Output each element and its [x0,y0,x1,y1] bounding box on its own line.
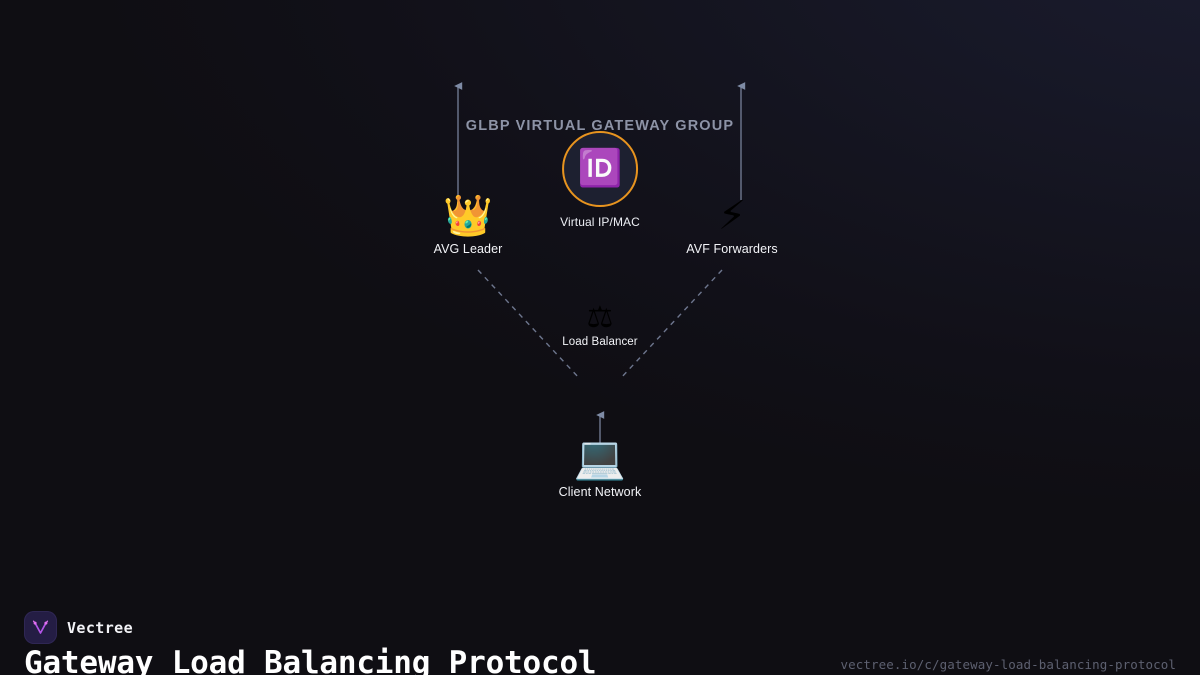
node-virtual-ip-mac[interactable]: 🆔 Virtual IP/MAC [560,131,640,229]
page-title: Gateway Load Balancing Protocol [24,645,597,675]
node-label-avf-forwarders: AVF Forwarders [686,242,778,256]
node-avf-forwarders[interactable]: ⚡ AVF Forwarders [686,196,777,256]
id-badge-icon: 🆔 [577,148,623,189]
brand-name: Vectree [67,618,134,637]
crown-icon: 👑 [443,193,493,239]
virtual-ip-ring: 🆔 [562,131,638,207]
node-load-balancer[interactable]: ⚖ Load Balancer [562,300,638,349]
node-label-avg-leader: AVG Leader [433,242,503,256]
vectree-logo-icon [24,611,57,644]
lightning-bolt-icon: ⚡ [717,193,747,239]
node-label-load-balancer: Load Balancer [562,336,638,348]
laptop-icon: 💻 [573,433,627,482]
group-title: GLBP VIRTUAL GATEWAY GROUP [465,118,735,134]
footer-bar: Vectree Gateway Load Balancing Protocol … [0,555,1200,675]
node-avg-leader[interactable]: 👑 AVG Leader [434,196,503,256]
node-label-client-network: Client Network [558,485,642,499]
node-client-network[interactable]: 💻 Client Network [558,433,642,500]
balance-scale-icon: ⚖ [586,300,614,335]
brand: Vectree [24,611,133,644]
footer-url: vectree.io/c/gateway-load-balancing-prot… [840,657,1176,672]
node-label-virtual-ip-mac: Virtual IP/MAC [560,215,640,229]
